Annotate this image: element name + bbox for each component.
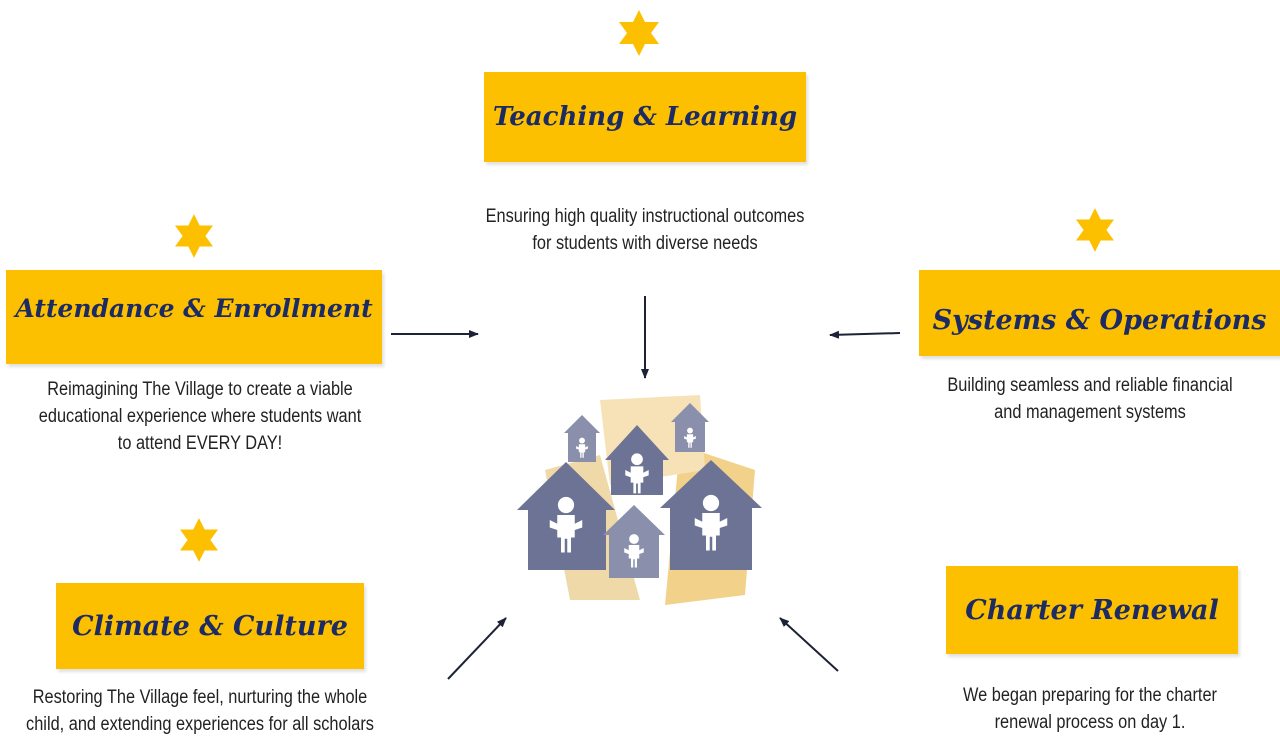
arrow-from-systems [829,330,901,339]
charter-renewal-description: We began preparing for the charter renew… [901,682,1279,736]
house-bottom-center [603,505,665,578]
description-line: and management systems [994,402,1186,423]
star-icon [180,518,218,562]
systems-operations-box: Systems & Operations [919,270,1280,356]
description-line: Building seamless and reliable financial [947,375,1233,396]
star-icon [175,214,213,258]
house-left [517,462,615,570]
climate-culture-description: Restoring The Village feel, nurturing th… [0,684,411,738]
attendance-enrollment-title: Attendance & Enrollment [15,294,373,323]
charter-renewal-title: Charter Renewal [965,594,1219,626]
star-icon [619,10,659,56]
description-line: for students with diverse needs [532,233,758,254]
description-line: We began preparing for the charter [962,685,1218,706]
star-icon [1076,208,1114,252]
description-line: educational experience where students wa… [38,406,362,427]
attendance-enrollment-description: Reimagining The Village to create a viab… [11,376,389,457]
arrow-from-climate [447,617,507,680]
systems-operations-description: Building seamless and reliable financial… [901,372,1279,426]
description-line: Restoring The Village feel, nurturing th… [32,687,368,708]
description-line: Ensuring high quality instructional outc… [485,206,805,227]
description-line: to attend EVERY DAY! [117,433,283,454]
house-small-right [671,403,709,452]
description-line: child, and extending experiences for all… [26,714,374,735]
teaching-learning-title: Teaching & Learning [492,102,798,132]
description-line: Reimagining The Village to create a viab… [47,379,353,400]
house-small-left [564,415,600,462]
charter-renewal-box: Charter Renewal [946,566,1238,654]
teaching-learning-description: Ensuring high quality instructional outc… [434,203,855,257]
house-right [660,460,762,570]
systems-operations-title: Systems & Operations [932,305,1267,336]
teaching-learning-box: Teaching & Learning [484,72,806,162]
description-line: renewal process on day 1. [994,712,1186,733]
climate-culture-title: Climate & Culture [72,610,348,642]
house-top-center [605,425,669,495]
arrow-from-charter [779,617,839,672]
climate-culture-box: Climate & Culture [56,583,364,669]
attendance-enrollment-box: Attendance & Enrollment [6,270,382,364]
